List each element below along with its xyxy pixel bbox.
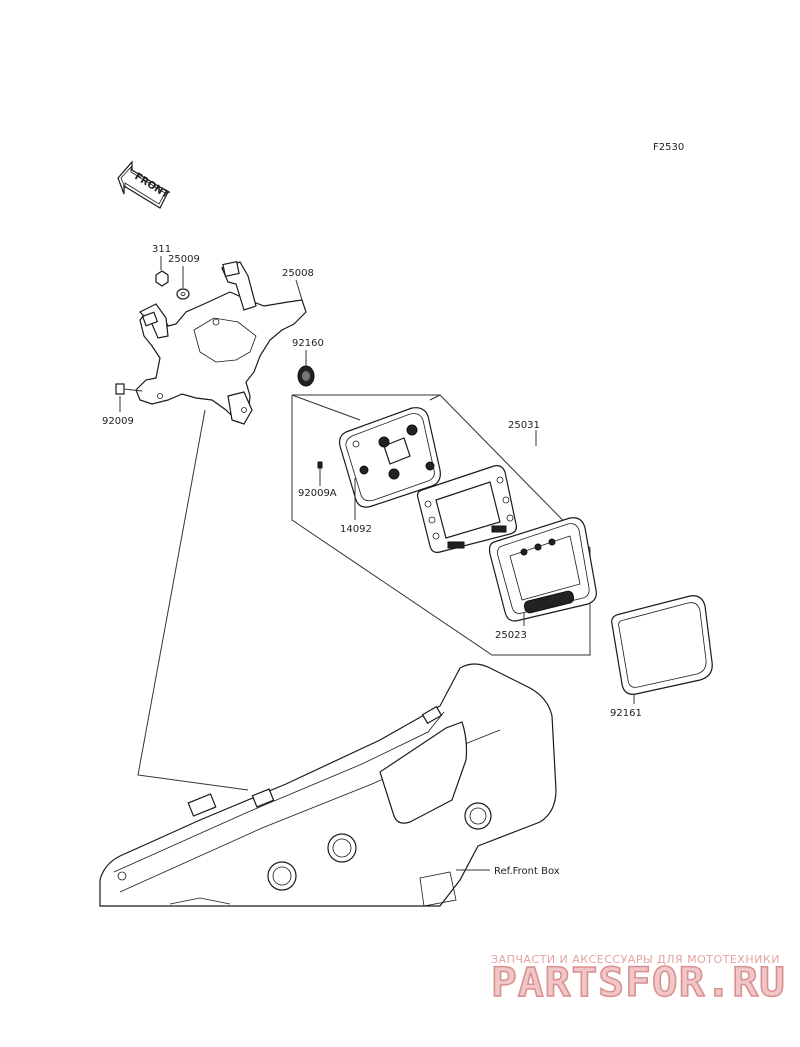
callout-25009: 25009 xyxy=(168,254,200,265)
callout-92160: 92160 xyxy=(292,338,324,349)
callout-25023: 25023 xyxy=(495,630,527,641)
meter-housing xyxy=(339,407,441,508)
callout-92161: 92161 xyxy=(610,708,642,719)
bracket-25008 xyxy=(135,260,307,425)
callout-14092: 14092 xyxy=(340,524,372,535)
callout-92009A: 92009A xyxy=(298,488,337,499)
mount-leader-line xyxy=(137,409,249,791)
screw-92009A-icon xyxy=(317,461,323,486)
nut-311-icon xyxy=(155,256,169,287)
front-arrow-icon: FRONT xyxy=(117,160,171,209)
callout-92009: 92009 xyxy=(102,416,134,427)
figure-code: F2530 xyxy=(653,142,684,153)
watermark-tagline: ЗАПЧАСТИ И АКСЕССУАРЫ ДЛЯ МОТОТЕХНИКИ xyxy=(491,953,780,966)
callout-25008: 25008 xyxy=(282,268,314,279)
callout-25031: 25031 xyxy=(508,420,540,431)
meter-unit xyxy=(416,465,517,553)
callout-311: 311 xyxy=(152,244,171,255)
washer-25009-icon xyxy=(176,266,190,300)
bolt-92009-icon xyxy=(115,383,143,412)
front-box-reference xyxy=(99,663,557,907)
gasket-92161-icon xyxy=(611,595,713,695)
meter-front-cover xyxy=(488,517,597,622)
reference-note: Ref.Front Box xyxy=(494,866,560,877)
grommet-92160-icon xyxy=(297,350,315,387)
watermark-brand: PARTSFOR.RU xyxy=(491,960,786,1006)
